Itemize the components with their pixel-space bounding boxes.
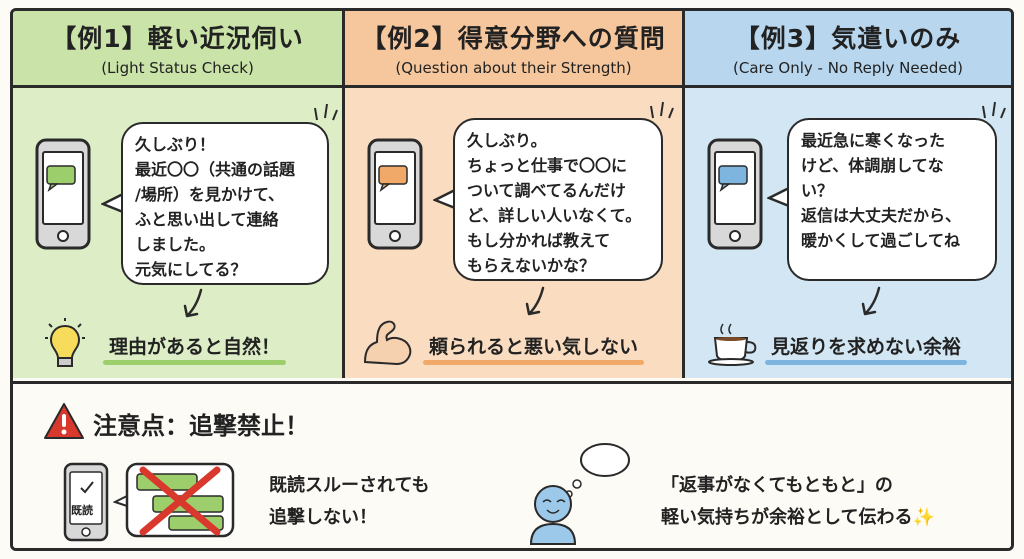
column-body: 久しぶり！ 最近〇〇（共通の話題 /場所）を見かけて、 ふと思い出して連絡 しま… [13, 88, 342, 378]
smartphone-read-icon [63, 462, 109, 542]
down-arrow-icon [861, 286, 881, 316]
smartphone-icon [707, 138, 763, 250]
example-column-1: 【例1】軽い近況伺い (Light Status Check) 久しぶり！ 最近… [13, 11, 345, 378]
column-subtitle: (Care Only - No Reply Needed) [733, 59, 963, 77]
relaxed-person-icon [529, 443, 630, 545]
emphasis-lines [982, 101, 1006, 119]
caption-text: 見返りを求めない余裕 [771, 336, 962, 358]
key-point-caption: 見返りを求めない余裕 [765, 332, 968, 365]
smartphone-icon [367, 138, 423, 250]
bubble-tail [433, 188, 456, 210]
read-status-label: 既読 [71, 504, 93, 517]
caption-underline [103, 360, 287, 365]
crossed-messages-icon [113, 462, 235, 538]
bubble-tail [767, 186, 790, 208]
infographic-frame: 【例1】軽い近況伺い (Light Status Check) 久しぶり！ 最近… [10, 8, 1014, 551]
down-arrow-icon [183, 288, 203, 318]
example-column-2: 【例2】得意分野への質問 (Question about their Stren… [345, 11, 685, 378]
emphasis-lines [650, 101, 674, 119]
warning-section: 注意点：追撃禁止！ 既読 既読スルーされても 追撃しない！ [13, 381, 1011, 548]
caption-text: 理由があると自然！ [109, 336, 281, 358]
coffee-cup-icon [708, 323, 757, 366]
message-bubble: 最近急に寒くなった けど、体調崩してな い？ 返信は大丈夫だから、 暖かくして過… [787, 118, 997, 281]
column-body: 久しぶり。 ちょっと仕事で〇〇に ついて調べてるんだけ ど、詳しい人いなくて。 … [345, 88, 682, 378]
column-header: 【例2】得意分野への質問 (Question about their Stren… [345, 11, 682, 88]
caption-text: 頼られると悪い気しない [429, 336, 639, 358]
relaxed-attitude-text: 「返事がなくてもともと」の 軽い気持ちが余裕として伝わる✨ [661, 475, 935, 528]
column-subtitle: (Question about their Strength) [395, 59, 632, 77]
example-column-3: 【例3】気遣いのみ (Care Only - No Reply Needed) … [685, 11, 1011, 378]
lightbulb-icon [45, 318, 85, 367]
emphasis-lines [314, 103, 338, 121]
column-title: 【例3】気遣いのみ [734, 24, 962, 53]
warning-title-text: 注意点：追撃禁止！ [93, 412, 309, 440]
caption-underline [765, 360, 968, 365]
column-header: 【例1】軽い近況伺い (Light Status Check) [13, 11, 342, 88]
column-subtitle: (Light Status Check) [101, 59, 254, 77]
column-header: 【例3】気遣いのみ (Care Only - No Reply Needed) [685, 11, 1011, 88]
column-title: 【例1】軽い近況伺い [51, 24, 304, 53]
no-followup-text: 既読スルーされても 追撃しない！ [269, 475, 430, 528]
column-body: 最近急に寒くなった けど、体調崩してな い？ 返信は大丈夫だから、 暖かくして過… [685, 88, 1011, 378]
smartphone-icon [35, 138, 91, 250]
bubble-tail [101, 192, 124, 214]
key-point-caption: 頼られると悪い気しない [423, 332, 645, 365]
flexed-arm-icon [363, 320, 412, 366]
caption-underline [423, 360, 645, 365]
down-arrow-icon [525, 286, 545, 316]
warning-triangle-icon [44, 403, 84, 439]
key-point-caption: 理由があると自然！ [103, 332, 287, 365]
message-bubble: 久しぶり。 ちょっと仕事で〇〇に ついて調べてるんだけ ど、詳しい人いなくて。 … [453, 118, 663, 281]
column-title: 【例2】得意分野への質問 [361, 24, 666, 53]
message-bubble: 久しぶり！ 最近〇〇（共通の話題 /場所）を見かけて、 ふと思い出して連絡 しま… [121, 122, 329, 285]
warning-title: 注意点：追撃禁止！ [89, 406, 313, 443]
